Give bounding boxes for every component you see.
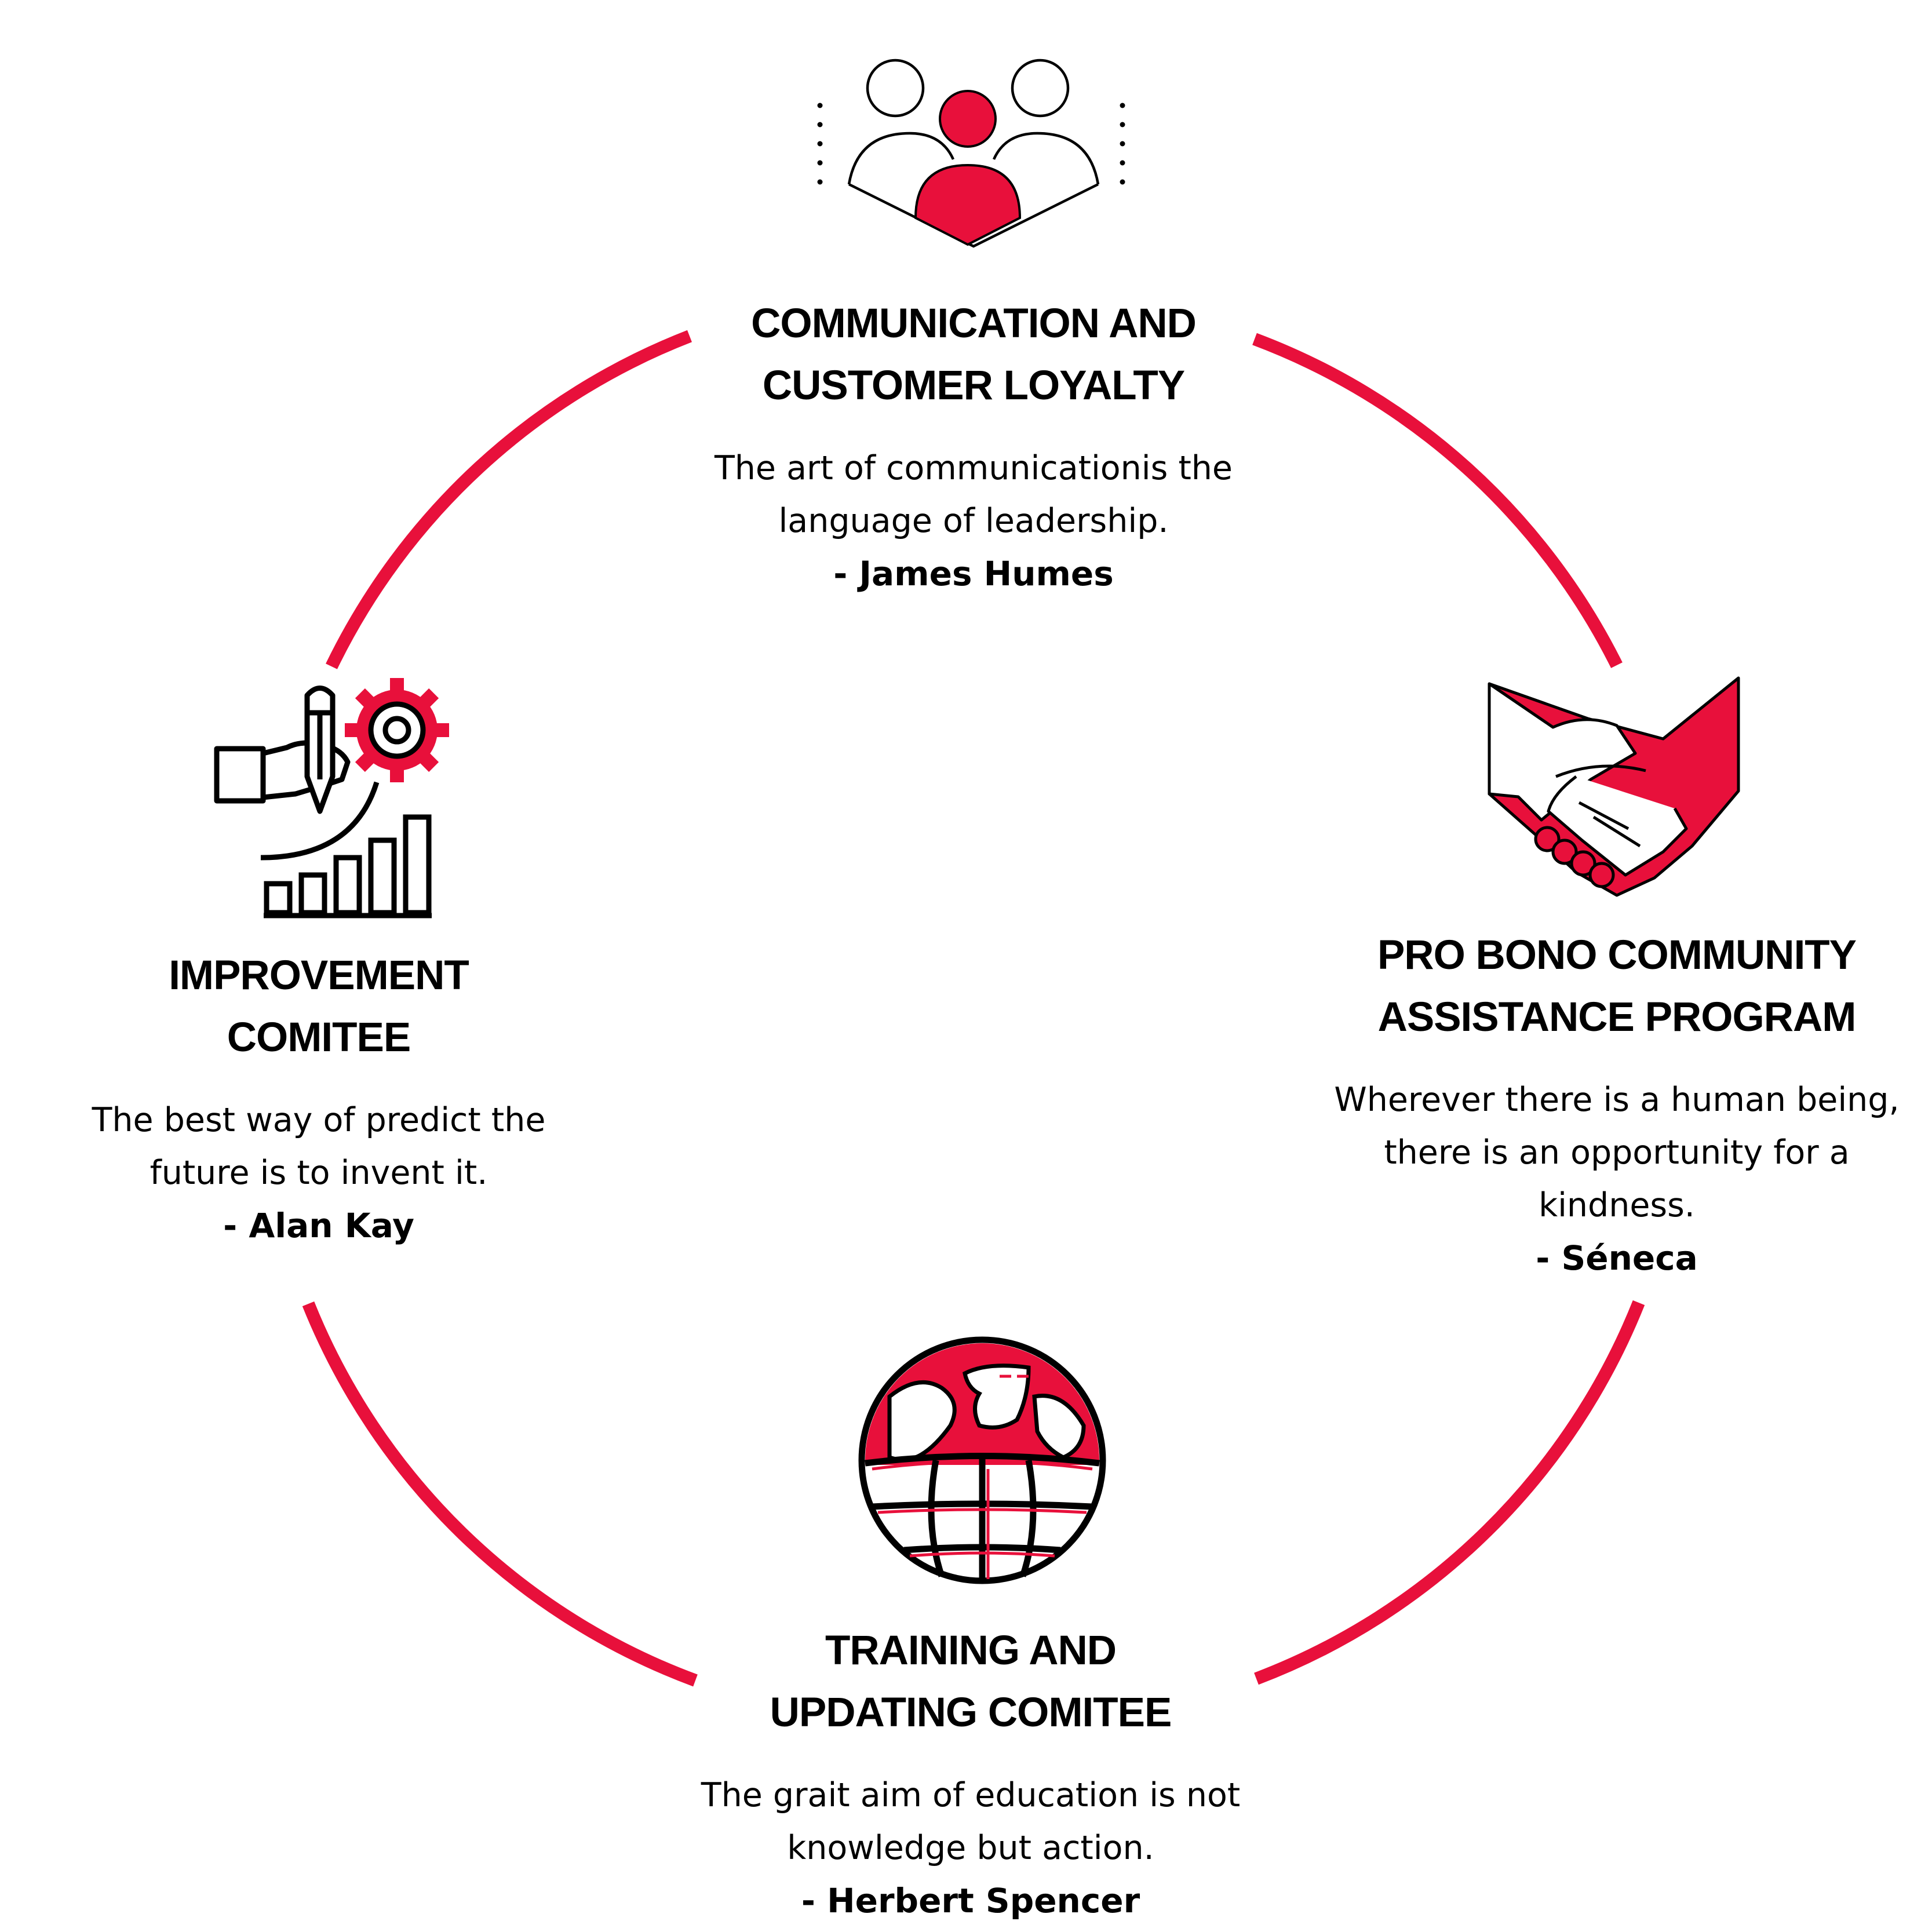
arc-top-right	[1252, 333, 1623, 668]
handshake-icon	[1488, 676, 1740, 897]
globe-icon	[858, 1336, 1106, 1584]
node-author: - Alan Kay	[223, 1206, 414, 1245]
team-people-icon	[817, 59, 1125, 248]
arc-top-left	[326, 330, 692, 669]
node-quote: Wherever there is a human being,there is…	[1334, 1081, 1900, 1224]
growth-pencil-gear-icon	[214, 678, 449, 918]
arc-bottom-right	[1254, 1300, 1645, 1685]
node-author: - Herbert Spencer	[801, 1881, 1140, 1920]
arc-bottom-left	[302, 1301, 698, 1687]
node-author: - James Humes	[833, 554, 1114, 593]
node-author: - Séneca	[1536, 1238, 1698, 1278]
